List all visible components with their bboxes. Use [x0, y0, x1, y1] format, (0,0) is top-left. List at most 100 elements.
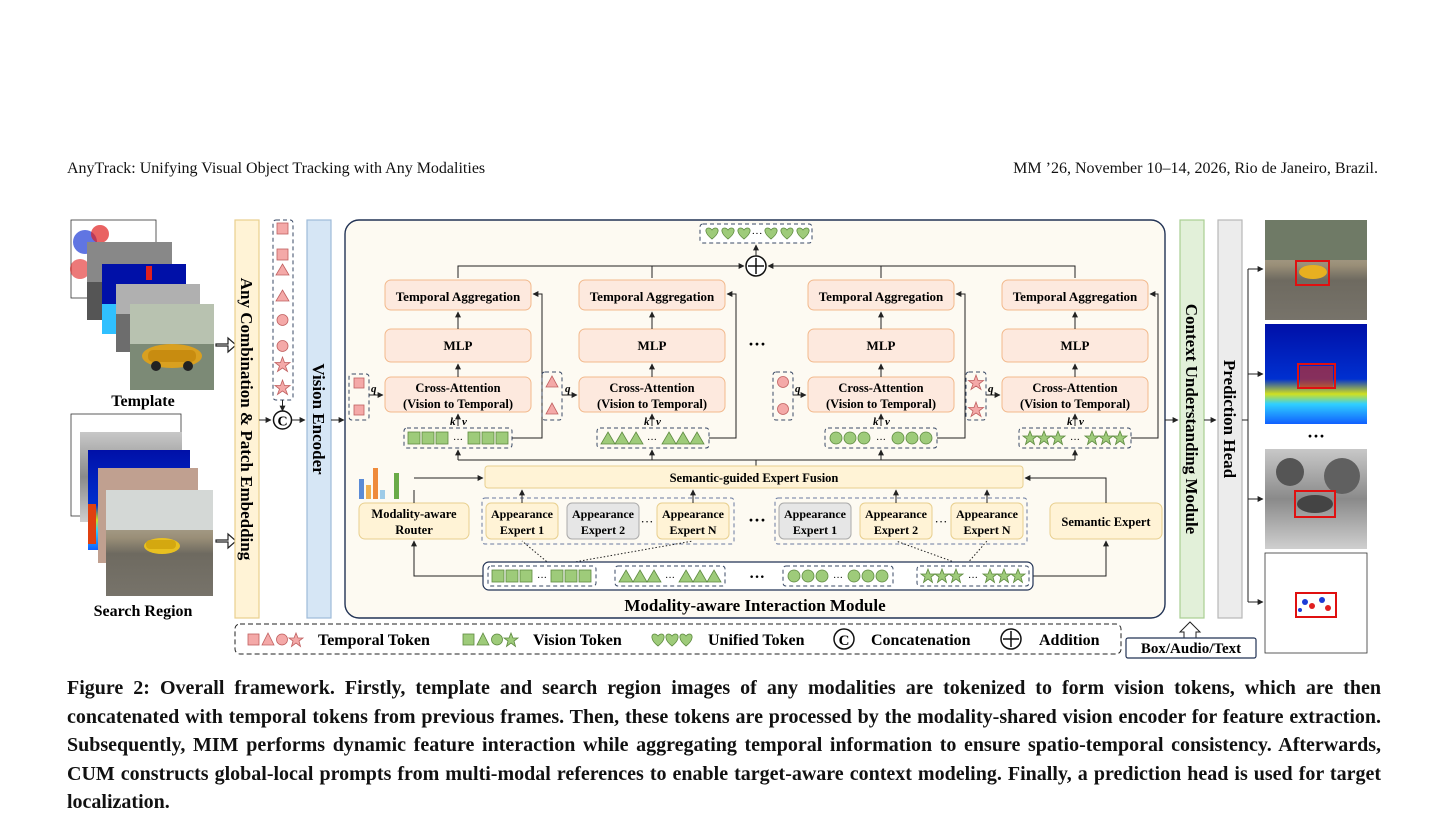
context-module-label: Context Understanding Module: [1182, 304, 1201, 535]
box-audio-text-label: Box/Audio/Text: [1141, 641, 1241, 657]
unified-token-heart-icon: [705, 227, 719, 240]
unified-token-heart-icon: [764, 227, 778, 240]
value-label: v: [885, 416, 890, 428]
vision-encoder-label: Vision Encoder: [309, 363, 328, 475]
appearance-expert-group-1: [481, 497, 735, 545]
temporal-token-column: [272, 219, 294, 401]
vision-token-row: [482, 561, 1034, 591]
vision-encoder-bar: [306, 219, 332, 619]
template-label: Template: [111, 393, 174, 410]
temporal-aggregation-label: Temporal Aggregation: [590, 289, 715, 304]
unified-token-heart-icon: [721, 227, 735, 240]
token-ellipsis: ···: [647, 435, 657, 446]
cross-attention-label: Cross-Attention: [609, 381, 694, 395]
output-rgb-image: [1265, 220, 1367, 320]
expert-column-4: Temporal Aggregation MLP Cross-Attention…: [965, 279, 1159, 460]
temporal-token-square-icon: [353, 377, 365, 389]
svg-text:···: ···: [665, 573, 675, 584]
running-header-title: AnyTrack: Unifying Visual Object Trackin…: [67, 160, 486, 177]
svg-text:Appearance: Appearance: [865, 507, 928, 521]
appearance-expert-1: [778, 502, 852, 540]
temporal-token-square-icon: [276, 222, 289, 235]
caption-text: Overall framework. Firstly, template and…: [67, 677, 1382, 813]
caption-label: Figure 2:: [67, 677, 150, 699]
prediction-head: [1217, 219, 1243, 619]
output-ellipsis: ···: [1307, 426, 1325, 446]
expert-column-1: Temporal Aggregation MLP Cross-Attention…: [348, 279, 543, 460]
mlp-label: MLP: [867, 338, 896, 353]
temporal-token-square-icon: [353, 404, 365, 416]
temporal-token-triangle-icon: [545, 375, 559, 388]
svg-text:Appearance: Appearance: [572, 507, 635, 521]
temporal-aggregation-label: Temporal Aggregation: [1013, 289, 1138, 304]
svg-text:Expert 2: Expert 2: [874, 523, 918, 537]
key-label: k: [873, 416, 879, 428]
legend-temporal-token-icon: [247, 631, 305, 648]
column-ellipsis: ···: [748, 334, 766, 354]
legend-addition-icon: [1000, 628, 1022, 650]
unified-token-heart-icon: [737, 227, 751, 240]
unified-ellipsis: ···: [752, 228, 763, 240]
svg-text:C: C: [839, 633, 850, 649]
expert-group-ellipsis: ···: [748, 510, 766, 530]
temporal-token-circle-icon: [777, 403, 789, 415]
query-label: q: [988, 383, 994, 395]
temporal-token-triangle-icon: [275, 263, 290, 276]
temporal-token-square-icon: [276, 248, 289, 261]
temporal-token-triangle-icon: [275, 289, 290, 302]
temporal-token-circle-icon: [276, 340, 289, 352]
cross-attention-sublabel: (Vision to Temporal): [403, 397, 513, 411]
temporal-token-star-icon: [967, 400, 985, 418]
svg-text:···: ···: [968, 573, 978, 584]
legend-vision-token-icon: [462, 631, 520, 648]
expert-column-3: Temporal Aggregation MLP Cross-Attention…: [772, 279, 966, 460]
search-region-label: Search Region: [94, 603, 193, 620]
running-header-venue: MM ’26, November 10–14, 2026, Rio de Jan…: [1013, 160, 1378, 177]
expert-column-2: Temporal Aggregation MLP Cross-Attention…: [541, 279, 737, 460]
mlp-label: MLP: [444, 338, 473, 353]
mlp-label: MLP: [638, 338, 667, 353]
legend-concatenation-icon: [833, 628, 855, 650]
temporal-token-star-icon: [273, 378, 292, 396]
svg-text:···: ···: [749, 569, 765, 586]
cross-attention-label: Cross-Attention: [838, 381, 923, 395]
unified-token-heart-icon: [796, 227, 810, 240]
temporal-token-circle-icon: [276, 314, 289, 326]
legend-unified-label: Unified Token: [708, 632, 805, 649]
unified-token-heart-icon: [780, 227, 794, 240]
semantic-fusion-block: [484, 465, 1024, 489]
concatenation-icon: [272, 410, 293, 430]
token-ellipsis: ···: [453, 435, 463, 446]
appearance-expert-2: [566, 502, 640, 540]
router-sublabel: Router: [395, 523, 433, 537]
semantic-fusion-label: Semantic-guided Expert Fusion: [670, 471, 839, 485]
template-image-stack: [70, 219, 214, 390]
key-label: k: [450, 416, 456, 428]
patch-embedding-bar: [234, 219, 260, 619]
cross-attention-sublabel: (Vision to Temporal): [826, 397, 936, 411]
appearance-expert-group-2: [774, 497, 1028, 545]
temporal-aggregation-label: Temporal Aggregation: [819, 289, 944, 304]
svg-text:···: ···: [537, 573, 547, 584]
svg-text:Appearance: Appearance: [662, 507, 725, 521]
up-arrow-icon: [1178, 621, 1202, 641]
svg-text:Expert 2: Expert 2: [581, 523, 625, 537]
legend-addition-label: Addition: [1039, 632, 1100, 649]
framework-figure: Template Search Region Any Combination &…: [60, 214, 1380, 660]
temporal-aggregation-label: Temporal Aggregation: [396, 289, 521, 304]
svg-text:···: ···: [641, 514, 654, 529]
key-label: k: [644, 416, 650, 428]
svg-text:Expert N: Expert N: [964, 523, 1011, 537]
semantic-expert-label: Semantic Expert: [1061, 515, 1151, 529]
output-depth-image: [1265, 324, 1367, 424]
value-label: v: [1079, 416, 1084, 428]
svg-text:···: ···: [833, 573, 843, 584]
context-understanding-module: [1179, 219, 1205, 619]
svg-text:Appearance: Appearance: [491, 507, 554, 521]
cross-attention-label: Cross-Attention: [415, 381, 500, 395]
mim-label: Modality-aware Interaction Module: [624, 596, 886, 615]
router-label: Modality-aware: [371, 507, 457, 521]
query-label: q: [565, 383, 571, 395]
concatenation-symbol: C: [277, 415, 287, 430]
temporal-token-star-icon: [967, 373, 985, 391]
